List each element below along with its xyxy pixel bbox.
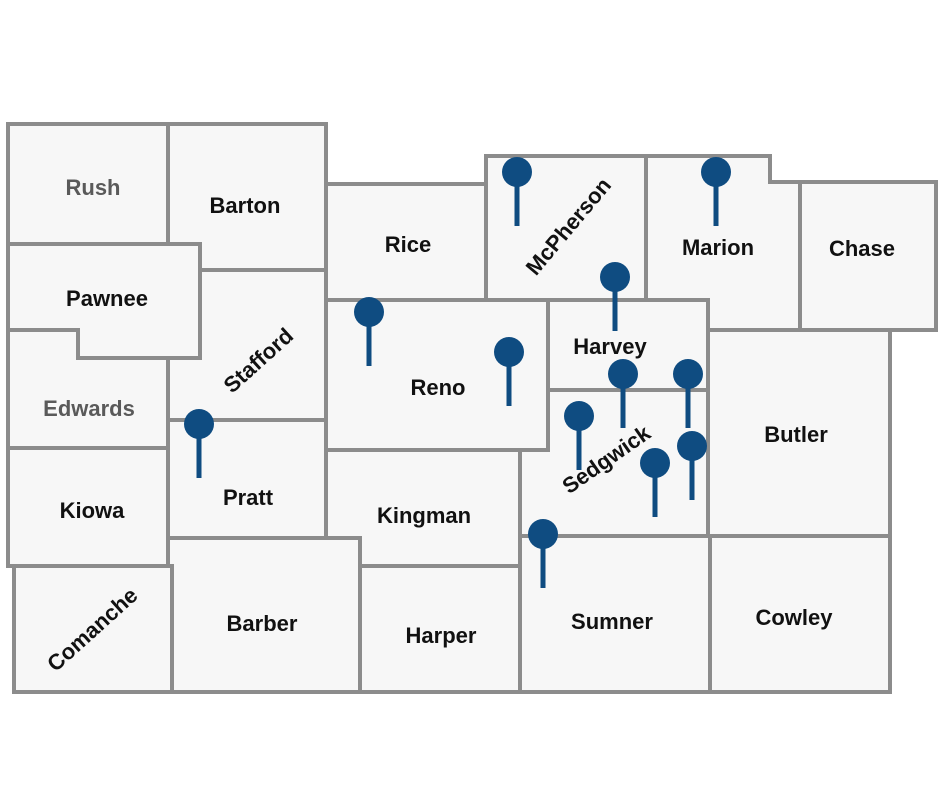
- location-pin[interactable]: [600, 262, 630, 331]
- location-markers: [184, 157, 731, 588]
- location-pin[interactable]: [608, 359, 638, 428]
- label-harper: Harper: [406, 623, 477, 648]
- label-reno: Reno: [411, 375, 466, 400]
- location-pin[interactable]: [640, 448, 670, 517]
- county-barber[interactable]: [166, 536, 362, 694]
- label-kiowa: Kiowa: [60, 498, 126, 523]
- label-butler: Butler: [764, 422, 828, 447]
- location-pin[interactable]: [528, 519, 558, 588]
- label-rush: Rush: [66, 175, 121, 200]
- location-pin[interactable]: [494, 337, 524, 406]
- label-cowley: Cowley: [755, 605, 833, 630]
- county-pratt[interactable]: [166, 418, 328, 540]
- label-kingman: Kingman: [377, 503, 471, 528]
- location-pin[interactable]: [184, 409, 214, 478]
- label-sumner: Sumner: [571, 609, 653, 634]
- location-pin[interactable]: [564, 401, 594, 470]
- label-chase: Chase: [829, 236, 895, 261]
- label-barber: Barber: [227, 611, 298, 636]
- county-cowley[interactable]: [708, 534, 892, 694]
- label-edwards: Edwards: [43, 396, 135, 421]
- location-pin[interactable]: [701, 157, 731, 226]
- location-pin[interactable]: [502, 157, 532, 226]
- county-chase[interactable]: [798, 180, 938, 332]
- label-barton: Barton: [210, 193, 281, 218]
- label-pawnee: Pawnee: [66, 286, 148, 311]
- county-shapes: [6, 122, 938, 694]
- location-pin[interactable]: [673, 359, 703, 428]
- location-pin[interactable]: [354, 297, 384, 366]
- label-pratt: Pratt: [223, 485, 274, 510]
- location-pin[interactable]: [677, 431, 707, 500]
- label-marion: Marion: [682, 235, 754, 260]
- label-harvey: Harvey: [573, 334, 647, 359]
- label-rice: Rice: [385, 232, 431, 257]
